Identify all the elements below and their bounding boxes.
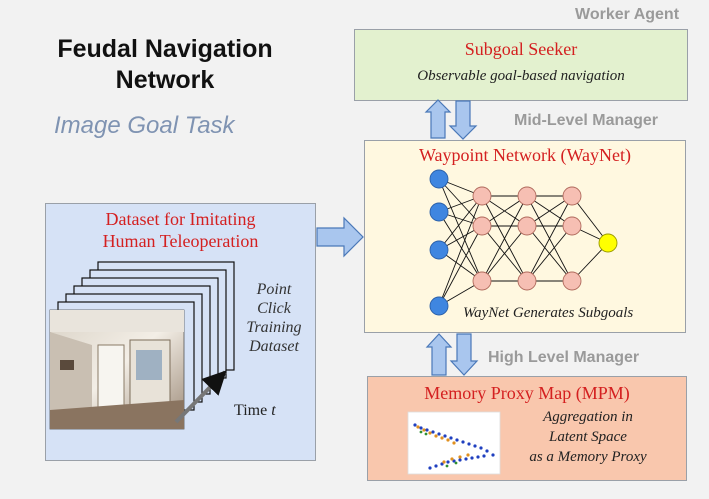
worker-role-label: Worker Agent (575, 6, 680, 23)
training-dataset-label: Point Click Training Dataset (234, 280, 314, 356)
dataset-title-line: Dataset for Imitating (105, 209, 256, 229)
indoor-scene-image (49, 309, 185, 430)
task-subtitle: Image Goal Task (54, 112, 235, 139)
down-arrow (449, 333, 479, 376)
hidden-node (562, 186, 582, 206)
input-node (429, 296, 449, 316)
nn-input-layer (429, 169, 449, 316)
up-arrow (424, 99, 452, 139)
input-node (429, 240, 449, 260)
time-arrow (174, 370, 227, 424)
waypoint-network-box: Waypoint Network (WayNet) WayNet Generat… (364, 140, 686, 333)
hidden-node (517, 271, 537, 291)
subgoal-seeker-label: Subgoal Seeker (464, 39, 578, 59)
mpm-description: Aggregation in Latent Space as a Memory … (498, 407, 678, 467)
side-label-line: Dataset (249, 338, 299, 355)
hidden-node (472, 186, 492, 206)
up-arrow (425, 333, 453, 376)
mpm-desc-line: as a Memory Proxy (529, 449, 647, 465)
down-arrow (448, 100, 478, 140)
dataset-title-line: Human Teleoperation (102, 231, 259, 251)
output-node (598, 233, 618, 253)
side-label-line: Point (256, 281, 292, 298)
high-role-label: High Level Manager (488, 349, 640, 366)
worker-mid-arrows (424, 99, 478, 140)
nn-hidden-layers (472, 186, 582, 291)
mpm-desc-line: Latent Space (549, 429, 627, 445)
time-label-text: Time (234, 402, 272, 419)
side-label-line: Training (246, 319, 302, 336)
mid-high-arrows (425, 333, 479, 376)
waynet-caption: WayNet Generates Subgoals (463, 305, 634, 321)
hidden-node (472, 271, 492, 291)
waypoint-network-label: Waypoint Network (WayNet) (418, 145, 632, 165)
diagram-title: Feudal Navigation Network (57, 35, 273, 94)
time-variable: t (271, 402, 276, 419)
hidden-node (517, 216, 537, 236)
side-label-line: Click (257, 300, 291, 317)
time-axis-label: Time t (234, 402, 276, 420)
mpm-scatter-image (407, 411, 501, 475)
mpm-desc-line: Aggregation in (543, 409, 633, 425)
subgoal-seeker-desc: Observable goal-based navigation (417, 68, 625, 84)
hidden-node (472, 216, 492, 236)
mid-role-label: Mid-Level Manager (514, 112, 659, 129)
memory-proxy-map-label: Memory Proxy Map (MPM) (424, 383, 630, 403)
hidden-node (562, 216, 582, 236)
worker-agent-box: Subgoal Seeker Observable goal-based nav… (354, 29, 688, 101)
hidden-node (562, 271, 582, 291)
input-node (429, 202, 449, 222)
input-node (429, 169, 449, 189)
dataset-title: Dataset for Imitating Human Teleoperatio… (46, 208, 315, 252)
dataset-to-waynet-arrow (316, 216, 364, 258)
hidden-node (517, 186, 537, 206)
neural-network (429, 169, 618, 316)
